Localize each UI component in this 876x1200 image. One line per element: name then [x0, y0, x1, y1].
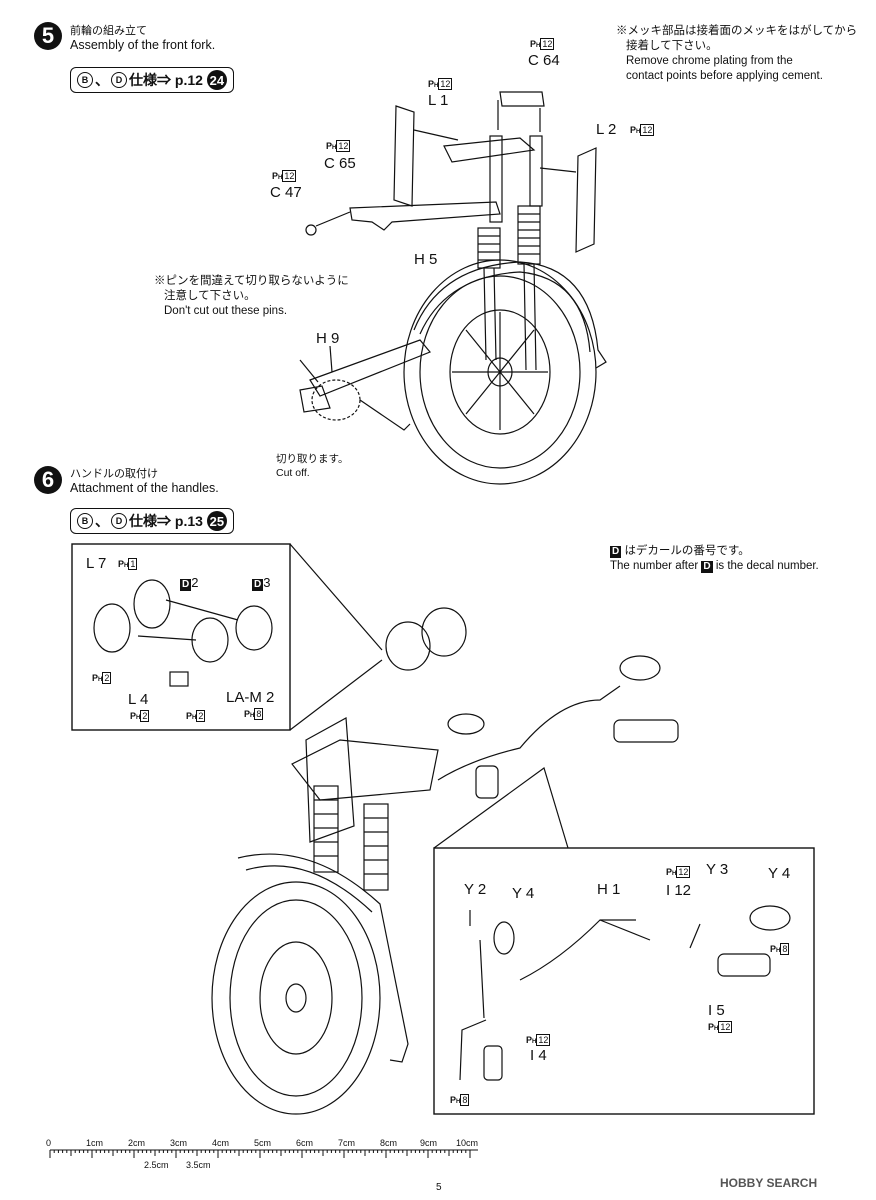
pin-note-line-2: 注意して下さい。	[164, 290, 256, 302]
part-label-c64: C 64	[528, 52, 560, 69]
front-fork-diagram	[299, 91, 607, 485]
chrome-note-line-2: 接着して下さい。	[626, 40, 718, 52]
ruler-tick: 10cm	[456, 1138, 479, 1148]
chrome-note-line-1: ※メッキ部品は接着面のメッキをはがしてから	[616, 25, 858, 37]
ruler-tick: 4cm	[212, 1138, 230, 1148]
cutoff-jp: 切り取ります。	[276, 453, 349, 465]
handle-label-y2: Y 2	[464, 881, 487, 898]
part-label-c65: C 65	[324, 155, 356, 172]
ruler-tick: 2cm	[128, 1138, 146, 1148]
part-label-l1: L 1	[428, 92, 449, 109]
gauge-label-l7: L 7	[86, 555, 107, 572]
cutoff-en: Cut off.	[276, 467, 310, 479]
pin-note-line-1: ※ピンを間違えて切り取らないように	[154, 275, 349, 287]
pin-note: ※ピンを間違えて切り取らないように 注意して下さい。 Don't cut out…	[154, 274, 349, 319]
handle-label-i4: I 4	[530, 1047, 547, 1064]
ruler-tick: 0	[46, 1138, 52, 1148]
gauge-label-lam2: LA-M 2	[226, 689, 275, 706]
spec-text: 仕様⇒ p.13	[129, 513, 203, 529]
pin-note-line-3: Don't cut out these pins.	[164, 305, 288, 317]
decal-d-mark: D	[701, 561, 713, 573]
step-5-number: 5	[34, 22, 62, 50]
step-6-title-jp: ハンドルの取付け	[70, 467, 158, 480]
ruler-tick: 9cm	[420, 1138, 438, 1148]
chrome-note: ※メッキ部品は接着面のメッキをはがしてから 接着して下さい。 Remove ch…	[616, 24, 857, 84]
spec-d-mark: D	[111, 513, 127, 529]
ruler-tick: 8cm	[380, 1138, 398, 1148]
handle-label-y4-right: Y 4	[768, 865, 791, 882]
part-label-l2: L 2	[596, 121, 617, 138]
step-5-spec-box: B 、 D 仕様⇒ p.12 24	[70, 67, 234, 93]
page-number: 5	[436, 1182, 442, 1193]
spec-separator: 、	[95, 72, 109, 88]
chrome-note-line-4: contact points before applying cement.	[626, 70, 823, 82]
ruler-tick: 3cm	[170, 1138, 188, 1148]
spec-b-mark: B	[77, 513, 93, 529]
watermark-text: HOBBY SEARCH	[720, 1176, 818, 1190]
ruler-tick: 5cm	[254, 1138, 272, 1148]
watermark: HOBBY SEARCH	[720, 1176, 817, 1190]
ruler-tick: 7cm	[338, 1138, 356, 1148]
step-6-spec-box: B 、 D 仕様⇒ p.13 25	[70, 508, 234, 534]
part-label-h9: H 9	[316, 330, 340, 347]
handle-label-y3: Y 3	[706, 861, 729, 878]
gauge-inset-diagram	[71, 543, 467, 731]
handle-label-h1: H 1	[597, 881, 621, 898]
step-5-title-en: Assembly of the front fork.	[70, 38, 216, 52]
ruler-tick: 6cm	[296, 1138, 314, 1148]
handle-label-i12: I 12	[666, 882, 692, 899]
handle-label-i5: I 5	[708, 1002, 725, 1019]
chrome-note-line-3: Remove chrome plating from the	[626, 55, 793, 67]
step-5-title-jp: 前輪の組み立て	[70, 24, 147, 37]
handle-inset-diagram	[433, 767, 815, 1115]
decal-note: D はデカールの番号です。 The number after D is the …	[610, 544, 819, 574]
ruler-subtick: 2.5cm	[144, 1160, 169, 1170]
handle-label-y4: Y 4	[512, 885, 535, 902]
gauge-label-l4: L 4	[128, 691, 149, 708]
spec-text: 仕様⇒ p.12	[129, 72, 203, 88]
spec-ref-number: 24	[206, 70, 227, 90]
decal-d-mark: D	[610, 546, 622, 558]
step-6-title-en: Attachment of the handles.	[70, 481, 219, 495]
decal-note-jp: はデカールの番号です。	[624, 545, 750, 557]
decal-note-en-pre: The number after	[610, 560, 702, 572]
decal-note-en-post: is the decal number.	[712, 560, 819, 572]
spec-separator: 、	[95, 513, 109, 529]
ruler-tick: 1cm	[86, 1138, 104, 1148]
part-label-c47: C 47	[270, 184, 302, 201]
ruler-subtick: 3.5cm	[186, 1160, 211, 1170]
spec-d-mark: D	[111, 72, 127, 88]
bike-front-diagram	[211, 655, 679, 1115]
cutoff-note: 切り取ります。 Cut off.	[276, 452, 348, 480]
step-6-number: 6	[34, 466, 62, 494]
spec-ref-number: 25	[206, 511, 227, 531]
spec-b-mark: B	[77, 72, 93, 88]
part-label-h5: H 5	[414, 251, 438, 268]
